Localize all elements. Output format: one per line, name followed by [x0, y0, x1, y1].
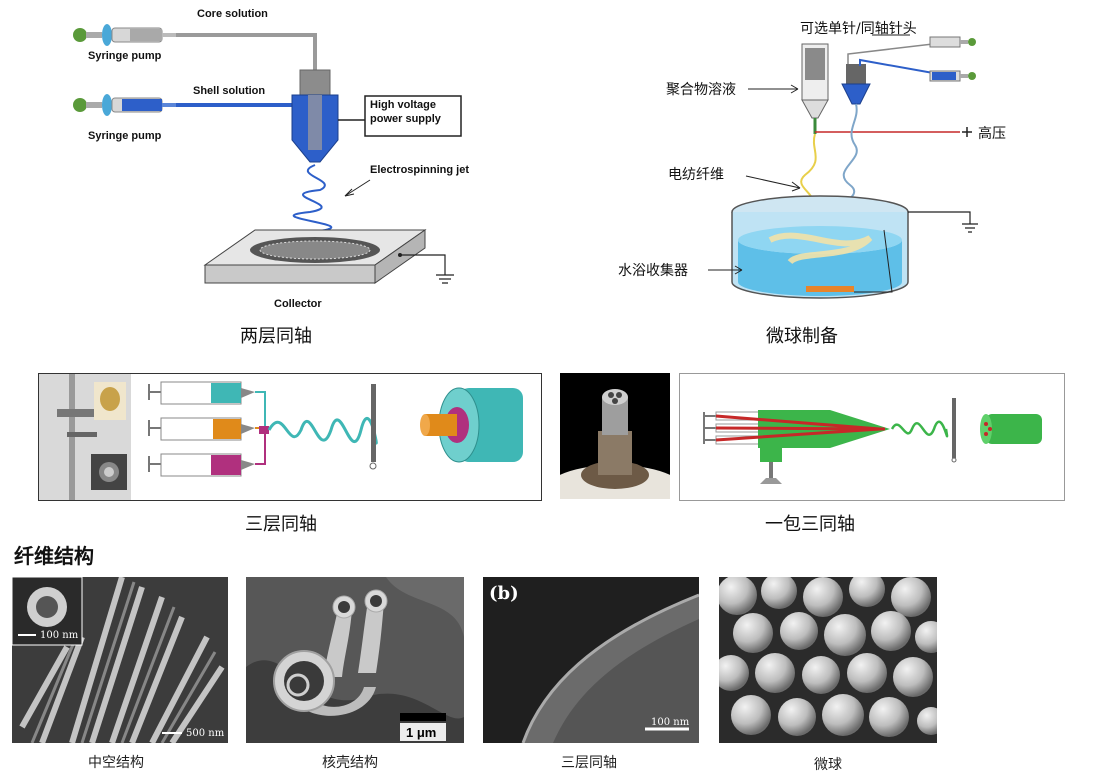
teal-syringe-icon — [148, 381, 255, 405]
fiber-label: 电纺纤维 — [668, 167, 724, 183]
scale-label: 1 μm — [406, 725, 436, 740]
syringe-pump-label: Syringe pump — [88, 50, 162, 62]
collector-label: Collector — [274, 298, 322, 310]
electrospinning-jet-label: Electrospinning jet — [370, 164, 470, 176]
caption-core-shell-structure: 核壳结构 — [322, 755, 378, 771]
caption-microspheres: 微球 — [814, 757, 842, 773]
caption-three-layer-coaxial: 三层同轴 — [245, 514, 317, 535]
one-in-three-panel — [679, 373, 1065, 501]
core-solution-label: Core solution — [197, 8, 268, 20]
needle-icon — [703, 412, 716, 444]
polymer-solution-label: 聚合物溶液 — [666, 82, 736, 98]
needle-option-label: 可选单针/同轴针头 — [800, 21, 917, 37]
three-layer-coaxial-panel — [38, 373, 542, 501]
small-syringe-icon — [929, 70, 976, 82]
water-bath-collector-label: 水浴收集器 — [618, 263, 688, 279]
shell-syringe-icon — [73, 94, 176, 116]
sem-image-core-shell: 1 μm 1 μm — [246, 577, 464, 743]
high-voltage-label: 高压 — [978, 126, 1006, 142]
caption-three-layer-sem: 三层同轴 — [561, 755, 617, 771]
scale-text: 100 nm — [651, 717, 690, 728]
three-layer-sem-drawing: (b) 100 nm — [483, 577, 699, 743]
sem-image-microspheres — [719, 577, 937, 743]
magenta-syringe-icon — [148, 453, 255, 477]
hollow-fiber-drawing: 100 nm 500 nm — [12, 577, 228, 743]
microsphere-prep-drawing — [708, 34, 978, 299]
sem-image-hollow: 100 nm 500 nm — [12, 577, 228, 743]
small-syringe-icon — [929, 36, 976, 48]
scale-inset-text: 100 nm — [40, 630, 79, 641]
coaxial-two-layer-drawing — [73, 24, 462, 284]
core-shell-drawing: 1 μm 1 μm — [246, 577, 464, 743]
one-in-three-drawing — [703, 398, 1042, 484]
caption-two-layer-coaxial: 两层同轴 — [240, 326, 312, 347]
fiber-structure-heading: 纤维结构 — [14, 544, 94, 568]
syringe-pump-label: Syringe pump — [88, 130, 162, 142]
microsphere-prep-diagram: 可选单针/同轴针头 聚合物溶液 高压 电纺纤维 水浴收集器 — [610, 0, 1070, 320]
coaxial-two-layer-diagram: Core solution Syringe pump Shell solutio… — [60, 0, 500, 320]
caption-one-in-three-coaxial: 一包三同轴 — [765, 514, 855, 535]
one-in-three-photo — [560, 373, 670, 499]
core-syringe-icon — [73, 24, 176, 46]
microspheres-drawing — [719, 577, 937, 743]
caption-microsphere-prep: 微球制备 — [766, 326, 838, 347]
three-layer-drawing — [39, 374, 523, 500]
caption-hollow-structure: 中空结构 — [88, 755, 144, 771]
panel-label: (b) — [489, 583, 519, 604]
scale-main-text: 500 nm — [186, 728, 225, 739]
power-supply-label: High voltage power supply — [370, 99, 441, 125]
shell-solution-label: Shell solution — [193, 85, 266, 97]
sem-image-three-layer: (b) 100 nm — [483, 577, 699, 743]
orange-syringe-icon — [148, 417, 255, 441]
spinneret-photo-drawing — [560, 389, 670, 499]
